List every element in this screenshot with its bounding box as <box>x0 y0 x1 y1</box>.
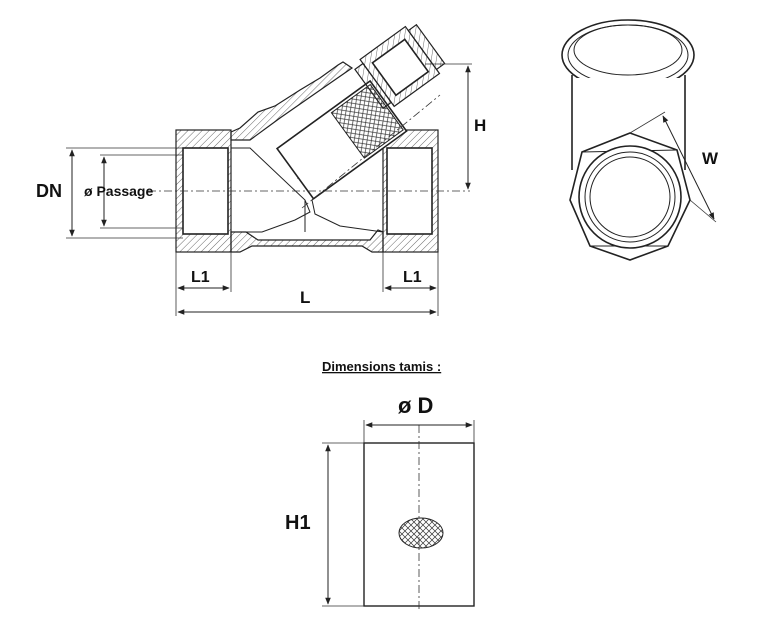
body-lower-wall <box>230 229 384 253</box>
passage-label: ø Passage <box>84 183 153 199</box>
h-label: H <box>474 116 486 135</box>
left-bore <box>182 147 229 235</box>
h1-label: H1 <box>285 512 311 534</box>
section-dimensions <box>66 63 472 316</box>
end-outer-ring <box>578 145 682 249</box>
screen-detail <box>322 420 475 610</box>
flow-passage-left <box>231 147 311 233</box>
screen-dimensions-title: Dimensions tamis : <box>322 359 441 374</box>
diameter-d-label: ø D <box>398 393 433 418</box>
body-upper-left-wall <box>230 61 354 141</box>
section-view <box>148 23 470 253</box>
screen-mesh-detail <box>398 517 444 549</box>
l-label: L <box>300 288 310 307</box>
w-label: W <box>702 149 719 168</box>
inclined-axis <box>301 94 441 209</box>
dn-label: DN <box>36 181 62 201</box>
l1-right-label: L1 <box>403 269 422 286</box>
l1-left-label: L1 <box>191 269 210 286</box>
cap-plug <box>354 23 446 110</box>
w-dimension-line <box>662 115 715 220</box>
end-view <box>561 19 717 261</box>
